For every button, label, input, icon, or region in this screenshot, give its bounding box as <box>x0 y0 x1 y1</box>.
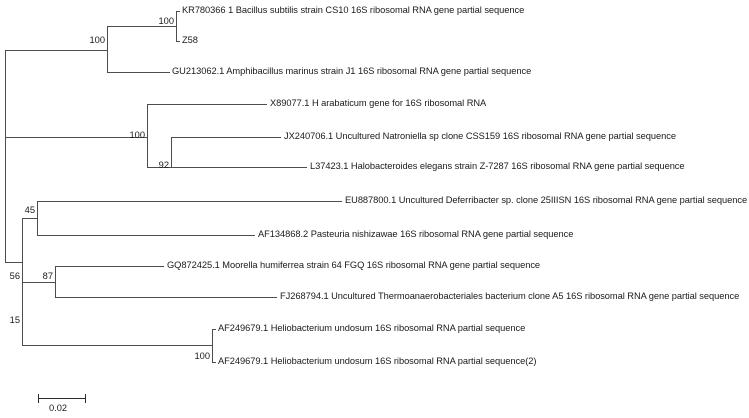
support-value-basal-56: 56 <box>9 271 20 281</box>
branch-root-spine <box>5 50 6 262</box>
taxon-label-z58: Z58 <box>182 35 198 45</box>
support-value-heliobacterium: 100 <box>194 351 210 361</box>
taxon-label-x89077: X89077.1 H arabaticum gene for 16S ribos… <box>270 98 487 108</box>
branch-tip-jx240706 <box>171 137 281 138</box>
taxon-label-gq872425: GQ872425.1 Moorella humiferrea strain 64… <box>167 260 541 270</box>
taxon-label-kr780366: KR780366 1 Bacillus subtilis strain CS10… <box>182 5 525 15</box>
taxon-label-af249679b: AF249679.1 Heliobacterium undosum 16S ri… <box>218 356 537 366</box>
taxon-label-af134868: AF134868.2 Pasteuria nishizawae 16S ribo… <box>258 229 574 239</box>
scale-bar-tick-left <box>38 394 39 403</box>
taxon-label-gu213062: GU213062.1 Amphibacillus marinus strain … <box>172 66 532 76</box>
branch-root-to-56 <box>5 262 22 263</box>
taxon-label-jx240706: JX240706.1 Uncultured Natroniella sp clo… <box>284 131 676 141</box>
branch-56-to-87 <box>22 282 55 283</box>
support-value-bacillus-z58: 100 <box>158 16 174 26</box>
branch-tip-fj268794 <box>55 297 277 298</box>
branch-halophile-clade-vert <box>147 104 148 167</box>
branch-root-to-halophile-clade <box>5 137 147 138</box>
branch-bacillus-clade-vert <box>107 26 108 72</box>
scale-bar-rule <box>38 398 85 399</box>
branch-halophile-to-92 <box>147 167 171 168</box>
branch-bacillus-clade-to-pair <box>107 26 176 27</box>
branch-56-vert <box>22 218 23 345</box>
branch-56-to-heliobacterium <box>22 345 212 346</box>
branch-92-vert <box>171 137 172 167</box>
branch-tip-af134868 <box>37 235 255 236</box>
branch-tip-af249679a <box>212 329 216 330</box>
branch-56-to-45 <box>22 218 37 219</box>
branch-tip-z58 <box>176 41 180 42</box>
branch-87-vert <box>55 266 56 297</box>
scale-bar-tick-right <box>85 394 86 403</box>
branch-tip-x89077 <box>147 104 267 105</box>
branch-tip-gq872425 <box>55 266 164 267</box>
support-value-bacillus-clade: 100 <box>89 35 105 45</box>
support-value-moorella-thermo: 87 <box>42 271 53 281</box>
support-value-deferribacter-past: 45 <box>24 205 35 215</box>
branch-45-vert <box>37 201 38 235</box>
branch-root-to-bacillus-clade <box>5 50 107 51</box>
scale-bar-label: 0.02 <box>49 403 68 413</box>
branch-tip-eu887800 <box>37 201 342 202</box>
taxon-label-eu887800: EU887800.1 Uncultured Deferribacter sp. … <box>345 195 748 205</box>
taxon-label-l37423: L37423.1 Halobacteroides elegans strain … <box>310 161 685 171</box>
branch-tip-af249679b <box>212 362 216 363</box>
support-value-halophile-clade: 100 <box>129 130 145 140</box>
taxon-label-fj268794: FJ268794.1 Uncultured Thermoanaerobacter… <box>280 291 740 301</box>
branch-bacillus-z58-vert <box>176 11 177 41</box>
branch-tip-gu213062 <box>107 72 170 73</box>
support-value-natroniella-halo: 92 <box>158 160 169 170</box>
branch-heliobacterium-vert <box>212 329 213 362</box>
branch-tip-l37423 <box>171 167 307 168</box>
taxon-label-af249679a: AF249679.1 Heliobacterium undosum 16S ri… <box>218 323 526 333</box>
branch-tip-kr780366 <box>176 11 180 12</box>
support-value-basal-15: 15 <box>9 315 20 325</box>
